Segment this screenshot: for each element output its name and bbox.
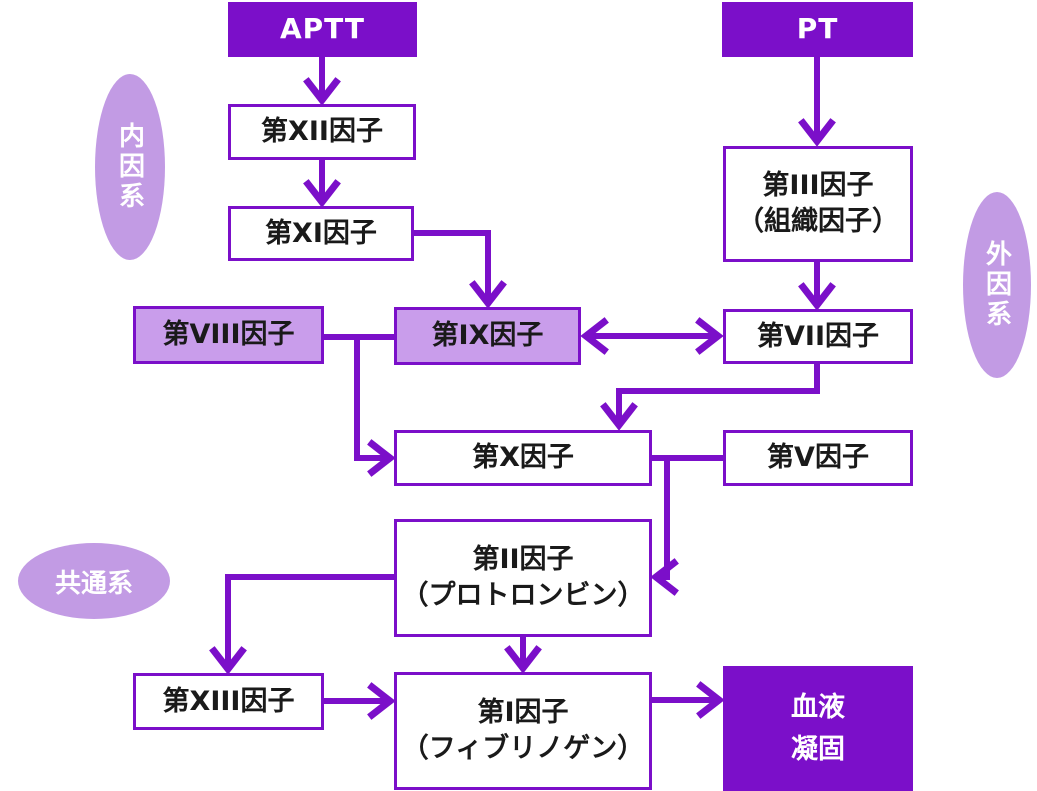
intrinsic-pathway-ellipse: 内因系 xyxy=(95,74,165,260)
factor-i-sublabel: （フィブリノゲン） xyxy=(401,733,645,764)
node-factor-vii: 第VII因子 xyxy=(723,309,913,364)
factor-i-label: 第I因子 xyxy=(477,697,569,729)
factor-v-label: 第V因子 xyxy=(767,442,869,474)
node-factor-v: 第V因子 xyxy=(723,430,913,486)
factor-xi-label: 第XI因子 xyxy=(265,217,377,249)
intrinsic-pathway-label: 内因系 xyxy=(114,122,145,212)
node-factor-ii: 第II因子 （プロトロンビン） xyxy=(394,519,652,637)
common-pathway-ellipse: 共通系 xyxy=(18,543,170,619)
node-factor-iii: 第III因子 （組織因子） xyxy=(723,146,913,262)
common-pathway-label: 共通系 xyxy=(54,568,133,599)
node-factor-i: 第I因子 （フィブリノゲン） xyxy=(394,672,652,790)
node-factor-xii: 第XII因子 xyxy=(228,104,416,160)
node-factor-viii: 第VIII因子 xyxy=(133,306,324,364)
node-factor-ix: 第IX因子 xyxy=(394,307,581,365)
factor-iii-sublabel: （組織因子） xyxy=(737,206,899,237)
node-aptt: APTT xyxy=(228,2,417,57)
factor-x-label: 第X因子 xyxy=(472,442,574,474)
factor-ix-label: 第IX因子 xyxy=(431,320,544,352)
aptt-label: APTT xyxy=(279,12,366,46)
blood-coagulation-sublabel: 凝固 xyxy=(791,733,845,765)
extrinsic-pathway-label: 外因系 xyxy=(981,240,1012,330)
node-factor-xi: 第XI因子 xyxy=(228,206,414,261)
pt-label: PT xyxy=(796,12,839,46)
factor-ii-sublabel: （プロトロンビン） xyxy=(401,580,645,611)
node-factor-xiii: 第XIII因子 xyxy=(133,673,324,730)
factor-xii-label: 第XII因子 xyxy=(261,116,383,148)
factor-viii-label: 第VIII因子 xyxy=(162,319,295,351)
node-factor-x: 第X因子 xyxy=(394,430,652,486)
factor-vii-label: 第VII因子 xyxy=(757,320,879,352)
blood-coagulation-label: 血液 xyxy=(791,691,845,723)
factor-xiii-label: 第XIII因子 xyxy=(162,685,295,717)
node-pt: PT xyxy=(722,2,913,57)
extrinsic-pathway-ellipse: 外因系 xyxy=(963,192,1031,378)
factor-ii-label: 第II因子 xyxy=(472,544,574,576)
factor-iii-label: 第III因子 xyxy=(762,170,874,202)
node-blood-coagulation: 血液 凝固 xyxy=(723,666,913,791)
